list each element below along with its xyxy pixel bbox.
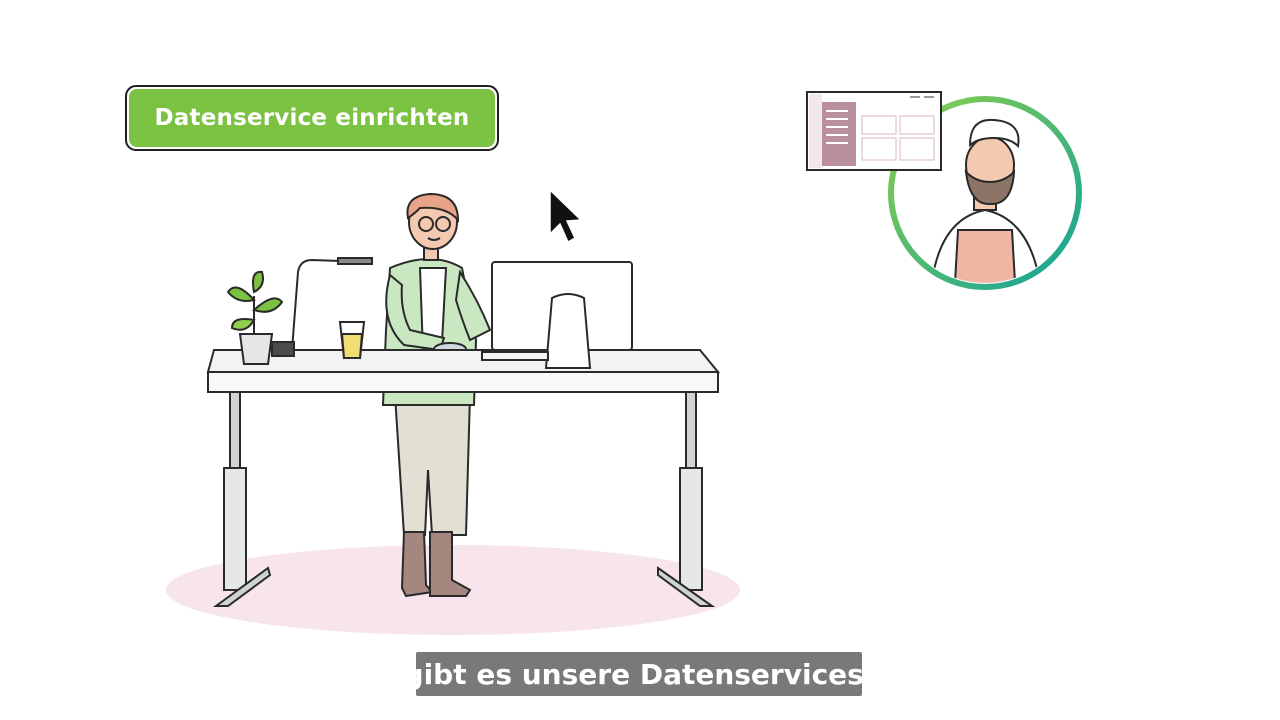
drinking-glass: [338, 321, 366, 359]
video-subtitle: gibt es unsere Datenservices.: [404, 652, 874, 696]
person-legs: [393, 394, 472, 598]
window-sidebar: [822, 102, 856, 166]
app-window-preview: [806, 91, 942, 171]
avatar-butcher: [888, 96, 1082, 290]
desk-top: [206, 349, 721, 393]
desk-legs: [212, 389, 716, 607]
datenservice-einrichten-button[interactable]: Datenservice einrichten: [125, 85, 499, 151]
mouse-pointer-icon: [549, 188, 583, 244]
potted-plant: [226, 270, 284, 365]
person-head: [406, 192, 460, 261]
floor-shadow: [166, 545, 740, 635]
desktop-monitor: [481, 261, 633, 369]
desk-lamp: [271, 257, 373, 357]
datenservice-einrichten-label: Datenservice einrichten: [129, 89, 495, 147]
person-body: [381, 258, 492, 406]
